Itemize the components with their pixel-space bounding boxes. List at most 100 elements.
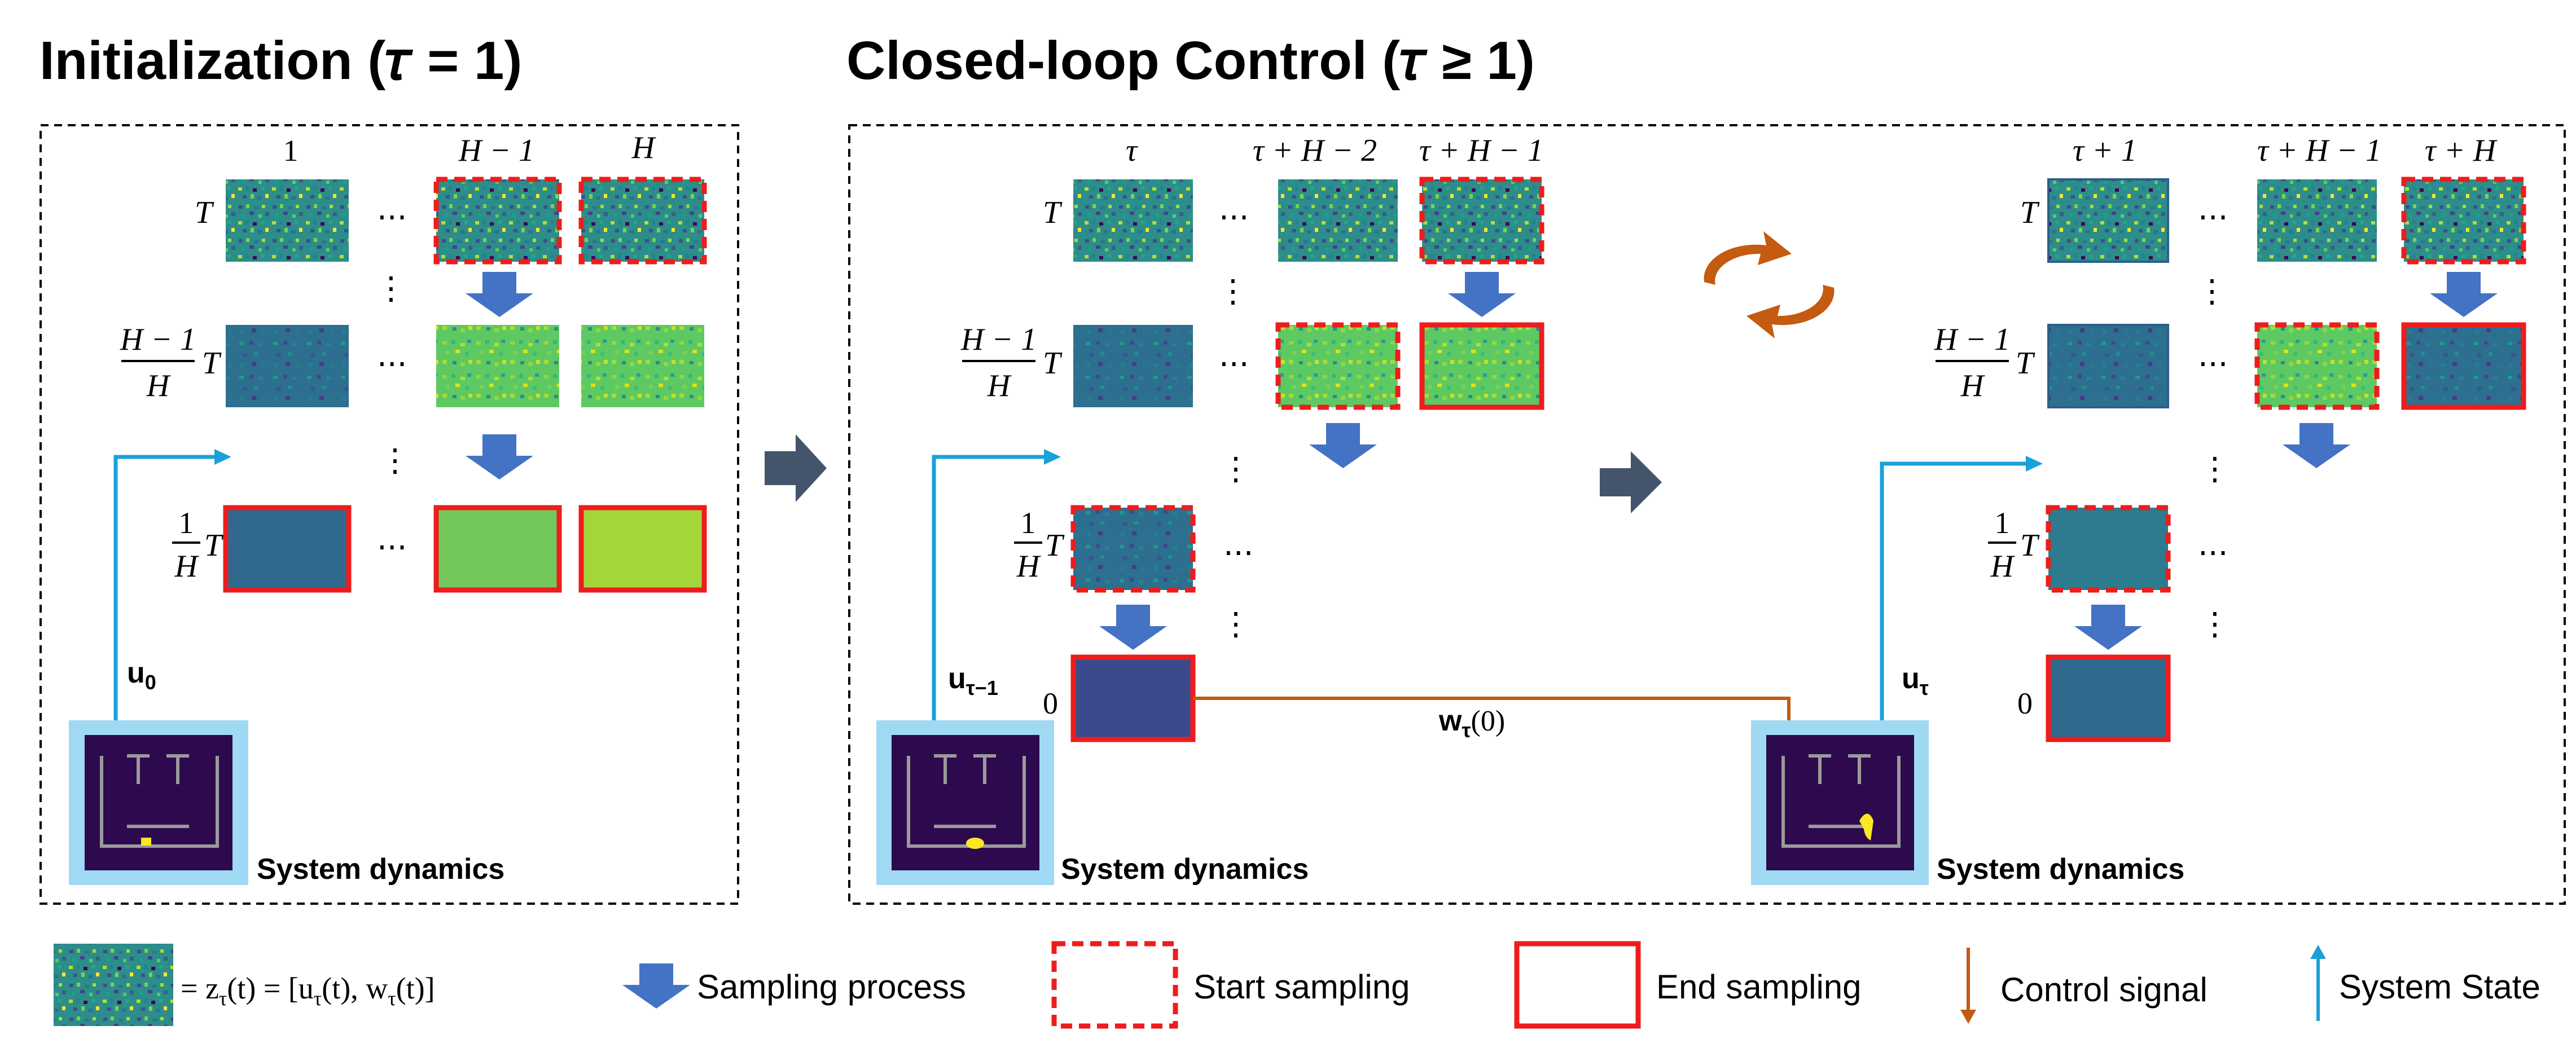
sampling-arrow (2283, 423, 2350, 468)
panel1-grid: 1 H − 1 H T ··· ⋮ H − 1 H T ··· ⋮ 1 H T … (69, 130, 707, 886)
arrowhead (1044, 449, 1061, 465)
legend-equation: = zτ(t) = [uτ(t), wτ(t)] (181, 971, 435, 1010)
legend-sampling-process: Sampling process (697, 968, 966, 1006)
row-label-zero: 0 (2017, 686, 2033, 720)
arrowhead (2310, 945, 2326, 959)
system-dynamics-label: System dynamics (1061, 853, 1309, 886)
panel2-grid: τ τ + H − 2 τ + H − 1 T ··· ⋮ H − 1 H T … (876, 133, 1835, 886)
noise-patch-end (1419, 322, 1544, 410)
sampling-arrow (466, 272, 533, 317)
arrowhead (1960, 1010, 1976, 1024)
agent-marker (1859, 813, 1873, 840)
col-label: τ (1126, 133, 1138, 168)
sampling-arrow (1099, 605, 1167, 650)
noise-patch (2047, 178, 2169, 263)
maze-lines (1781, 754, 1901, 848)
vertical-ellipsis: ⋮ (2199, 606, 2231, 642)
noise-patch-start (578, 177, 707, 265)
row-label-T: T (1043, 346, 1063, 381)
noise-patch-start (2401, 177, 2526, 265)
legend-start-sampling: Start sampling (1193, 968, 1410, 1006)
noise-patch (2257, 179, 2377, 262)
system-dynamics-screen (85, 735, 232, 870)
system-dynamics-label: System dynamics (1937, 853, 2184, 886)
noise-patch (226, 325, 349, 407)
ellipsis: ··· (2198, 535, 2228, 572)
u0-label: u0 (127, 657, 156, 694)
ellipsis: ··· (377, 530, 407, 566)
noise-patch-end (223, 505, 352, 593)
vertical-ellipsis: ⋮ (1217, 273, 1249, 310)
ellipsis: ··· (1219, 200, 1249, 236)
frac-num: 1 (1021, 506, 1036, 540)
ellipsis: ··· (2198, 346, 2228, 383)
noise-patch-end (1070, 654, 1196, 742)
col-label: 1 (283, 134, 299, 168)
system-state-arrow (113, 455, 214, 730)
agent-marker (141, 838, 151, 846)
row-label-T: T (1045, 528, 1065, 563)
transition-arrow (1600, 451, 1662, 513)
system-dynamics-screen (1766, 735, 1914, 870)
maze-lines (100, 754, 219, 848)
row-label-T: T (2020, 195, 2040, 230)
agent-marker (966, 838, 984, 849)
col-label: τ + H − 2 (1253, 133, 1377, 168)
legend-start-box (1051, 941, 1178, 1029)
noise-patch-end (433, 505, 562, 593)
legend-noise-patch (54, 944, 173, 1026)
system-state-arrow (932, 455, 1044, 730)
arrowhead (2026, 456, 2043, 472)
frac-den: H (1016, 549, 1041, 584)
legend-system-state: System State (2339, 968, 2540, 1006)
title-closed-loop: Closed-loop Control (𝜏 ≥ 1) (846, 30, 1535, 91)
noise-patch-end (2046, 654, 2171, 742)
ellipsis: ··· (377, 200, 407, 236)
noise-patch (1073, 179, 1193, 262)
col-label: H (631, 130, 656, 165)
vertical-ellipsis: ⋮ (2199, 451, 2231, 487)
vertical-ellipsis: ⋮ (375, 270, 407, 307)
row-label-T: T (202, 346, 222, 381)
noise-patch-start (1275, 322, 1401, 410)
noise-patch-end (578, 505, 707, 593)
row-label-T: T (2016, 346, 2035, 381)
col-label: τ + H − 1 (1419, 133, 1543, 168)
sampling-arrow (2430, 272, 2498, 317)
row-label-T: T (204, 528, 224, 563)
w-label: wτ(0) (1438, 705, 1505, 742)
col-label: H − 1 (458, 133, 534, 168)
system-dynamics-label: System dynamics (257, 853, 504, 886)
sampling-arrow (1309, 423, 1377, 468)
noise-patch (226, 179, 349, 262)
maze-lines (907, 754, 1026, 848)
noise-patch-start (433, 177, 562, 265)
noise-patch-start (1070, 505, 1196, 593)
frac-num: H − 1 (120, 322, 196, 357)
system-state-arrow (1880, 461, 2026, 730)
ellipsis: ··· (1219, 346, 1249, 383)
legend-control-signal: Control signal (2000, 971, 2208, 1009)
panel-initialization (40, 124, 739, 905)
legend-end-box (1514, 941, 1641, 1029)
control-signal-arrow (1193, 697, 1791, 723)
panel3-grid: τ + 1 τ + H − 1 τ + H T ··· ⋮ H − 1 H T … (1751, 133, 2526, 886)
legend-end-sampling: End sampling (1656, 968, 1862, 1006)
u-prev-label: uτ−1 (948, 662, 998, 699)
legend: = zτ(t) = [uτ(t), wτ(t)] Sampling proces… (54, 941, 2540, 1029)
row-label-T: T (195, 195, 214, 230)
vertical-ellipsis: ⋮ (379, 442, 411, 479)
vertical-ellipsis: ⋮ (1220, 606, 1252, 642)
noise-patch (581, 325, 704, 407)
sampling-arrow (1448, 272, 1516, 317)
row-label-T: T (1043, 195, 1063, 230)
vertical-ellipsis: ⋮ (1220, 451, 1252, 487)
transition-arrow (765, 434, 827, 502)
col-label: τ + H − 1 (2257, 133, 2381, 168)
frac-den: H (1990, 549, 2015, 584)
ellipsis: ··· (377, 346, 407, 383)
row-label-zero: 0 (1043, 686, 1058, 720)
cycle-icon (1704, 231, 1835, 338)
sampling-arrow (466, 434, 533, 479)
arrowhead (214, 449, 231, 465)
